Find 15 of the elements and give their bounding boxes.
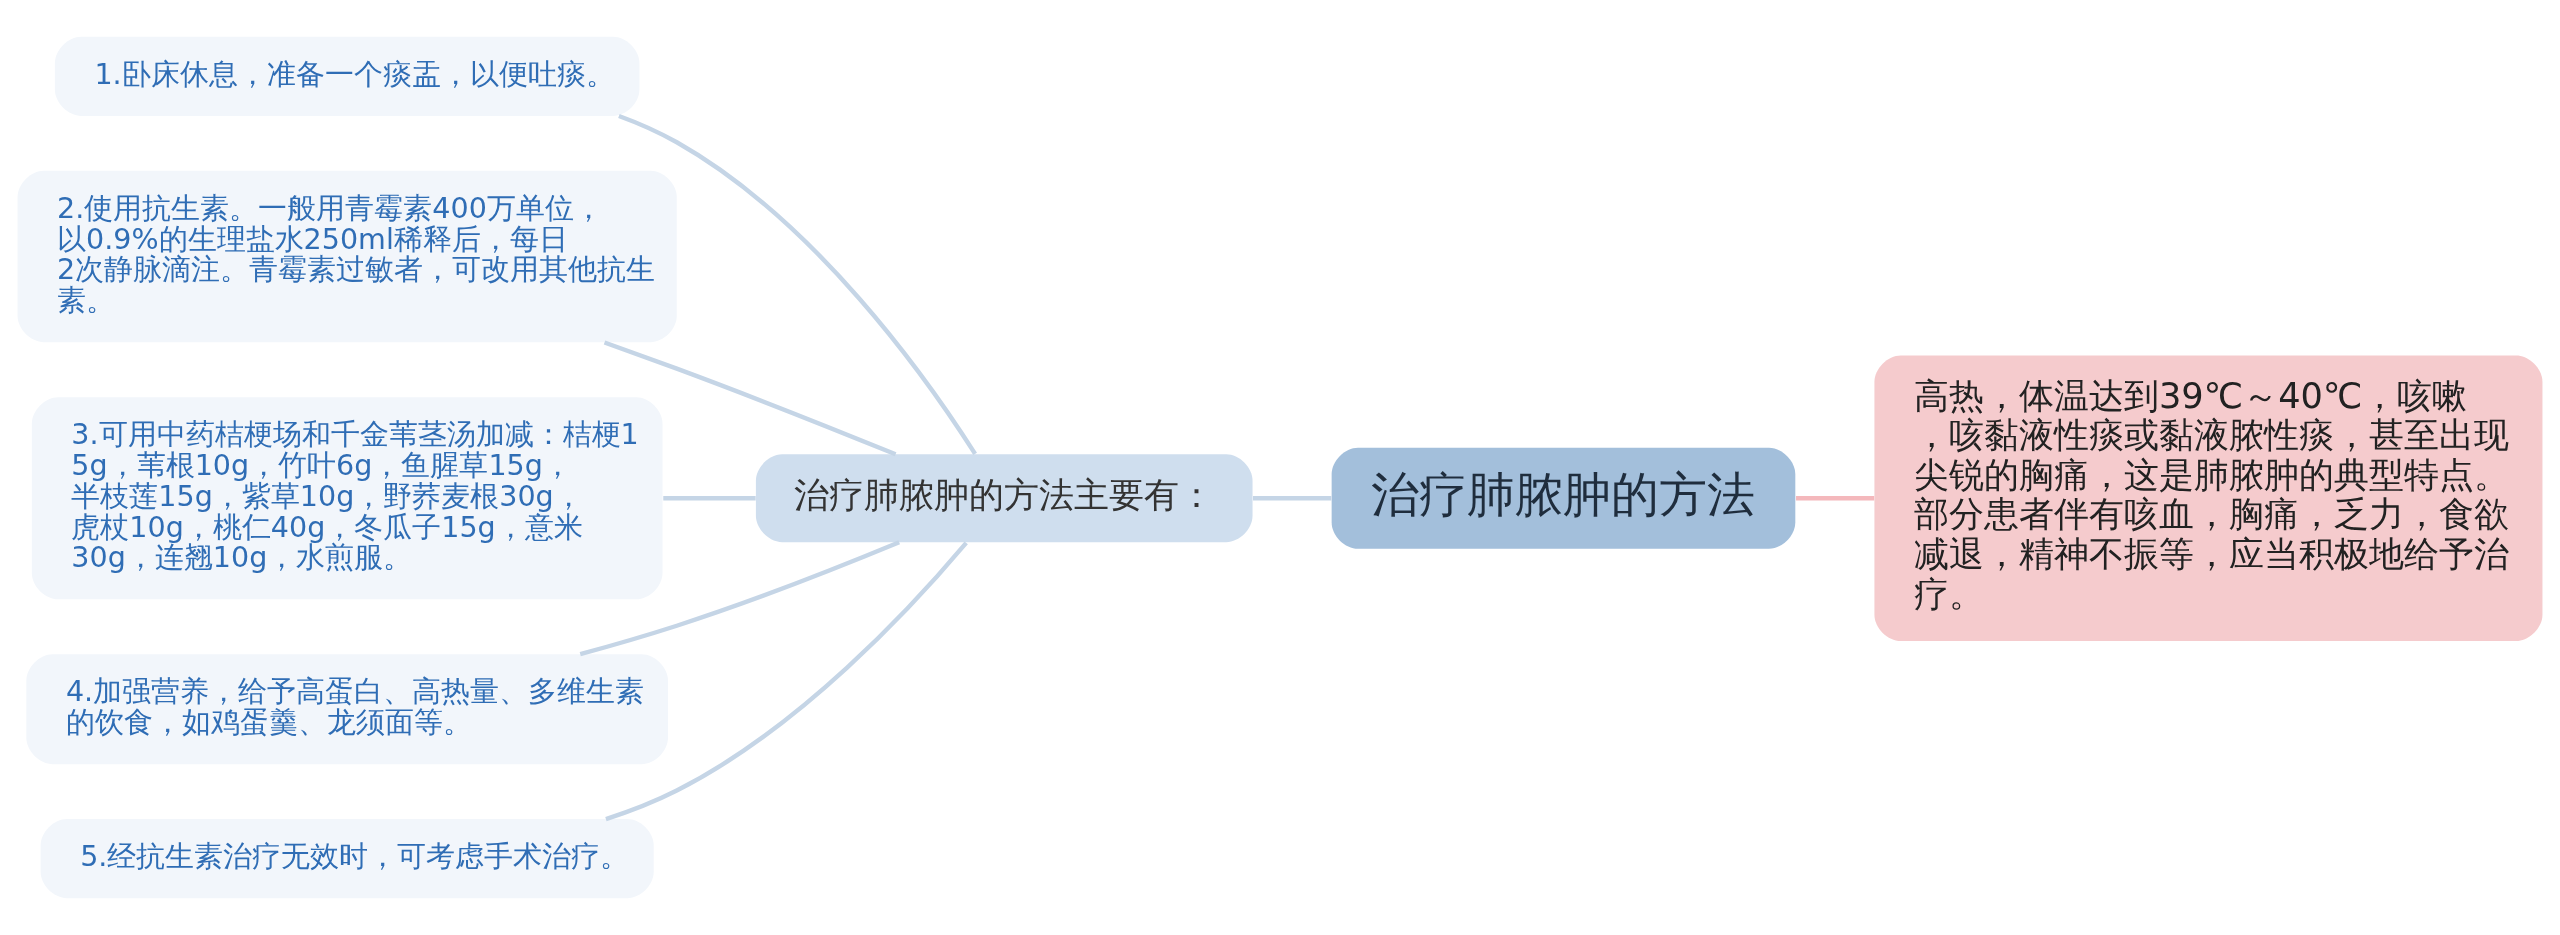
connector <box>603 340 897 457</box>
node-box: 治疗肺脓肿的方法主要有： <box>755 454 1253 543</box>
node-box: 5.经抗生素治疗无效时，可考虑手术治疗。 <box>40 819 654 899</box>
node-box: 1.卧床休息，准备一个痰盂，以便吐痰。 <box>54 36 640 116</box>
connector <box>663 496 756 501</box>
connector <box>605 541 968 822</box>
connector <box>1796 496 1875 501</box>
connector <box>618 113 977 456</box>
node-box: 高热，体温达到39℃～40℃，咳嗽，咳黏液性痰或黏液脓性痰，甚至出现尖锐的胸痛，这是肺脓肿的典型特点。部分患者伴有咳血，胸痛，乏力，食欲减退，精神不振等，应当积极地给予治疗。 <box>1874 355 2543 642</box>
node-box: 治疗肺脓肿的方法 <box>1331 447 1796 549</box>
node-box: 4.加强营养，给予高蛋白、高热量、多维生素的饮食，如鸡蛋羹、龙须面等。 <box>26 654 668 765</box>
connector <box>1253 496 1332 501</box>
node-box: 3.可用中药桔梗场和千金苇茎汤加减：桔梗15g，苇根10g，竹叶6g，鱼腥草15g，半枝莲15g，紫草10g，野荞麦根30g，虎杖10g，桃仁40g，冬瓜子15g，意米30g，连翘10g，水煎服。 <box>31 397 663 600</box>
connector <box>579 540 901 657</box>
node-box: 2.使用抗生素。一般用青霉素400万单位，以0.9%的生理盐水250ml稀释后，每日2次静脉滴注。青霉素过敏者，可改用其他抗生素。 <box>17 170 677 343</box>
